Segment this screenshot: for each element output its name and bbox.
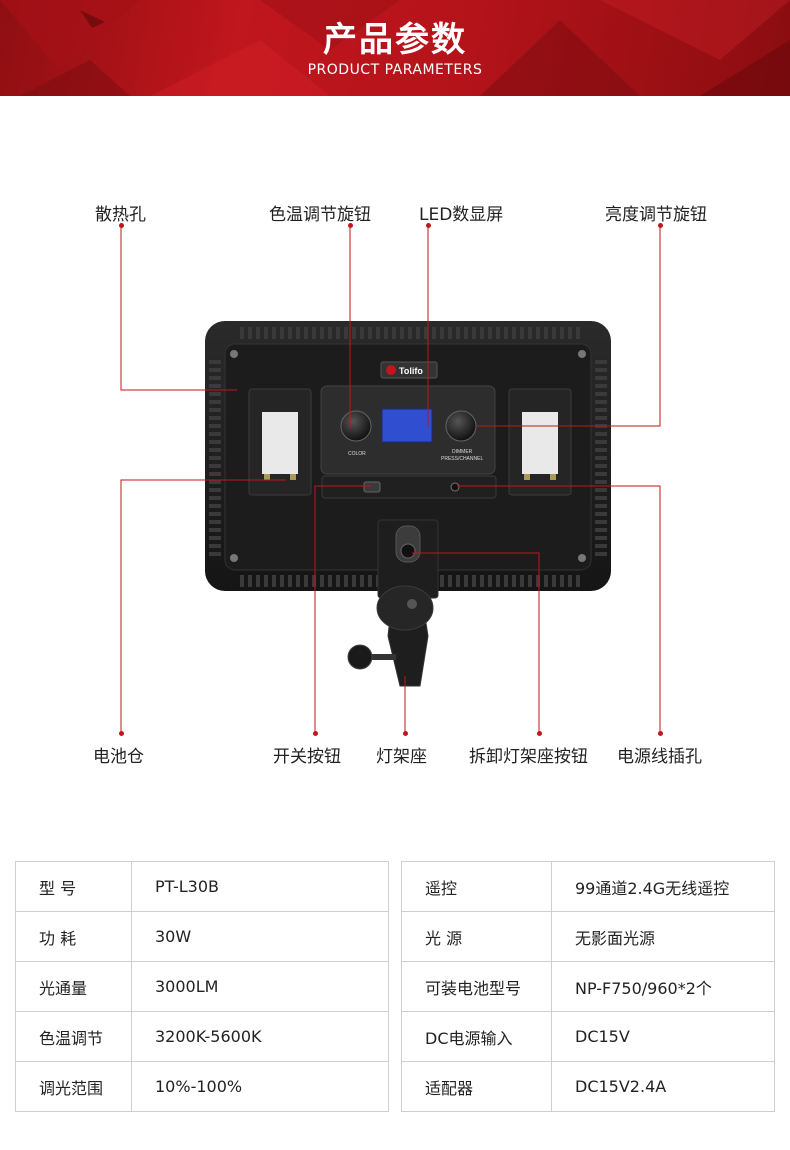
label-power-switch: 开关按钮 xyxy=(273,747,341,767)
led-panel-illustration: Tolifo COLOR DIMMER PRESS/CHANNEL xyxy=(120,226,661,734)
dimmer-knob-graphic xyxy=(445,410,477,442)
spec-key: 型 号 xyxy=(15,861,132,912)
callout-line-battery xyxy=(120,479,286,734)
top-vent-ribs xyxy=(240,327,580,339)
callout-dot-color-knob xyxy=(348,223,353,228)
label-vent: 散热孔 xyxy=(95,205,146,225)
led-display-screen xyxy=(381,408,433,443)
callout-line-release-button xyxy=(412,552,540,734)
table-row: 光通量 3000LM xyxy=(15,961,389,1012)
spec-key: 遥控 xyxy=(401,861,552,912)
spec-key: 光通量 xyxy=(15,961,132,1012)
spec-value: 99通道2.4G无线遥控 xyxy=(551,861,775,912)
spec-key: 调光范围 xyxy=(15,1061,132,1112)
callout-dot-vent xyxy=(119,223,124,228)
table-row: 遥控 99通道2.4G无线遥控 xyxy=(401,861,775,912)
color-label: COLOR xyxy=(348,451,366,457)
callout-dot-release-button xyxy=(537,731,542,736)
table-row: DC电源输入 DC15V xyxy=(401,1011,775,1062)
spec-key: 色温调节 xyxy=(15,1011,132,1062)
page-subtitle: PRODUCT PARAMETERS xyxy=(307,62,483,78)
spec-value: 3200K-5600K xyxy=(131,1011,389,1062)
callout-dot-battery xyxy=(119,731,124,736)
spec-value: DC15V2.4A xyxy=(551,1061,775,1112)
spec-value: 3000LM xyxy=(131,961,389,1012)
callout-line-power-jack xyxy=(457,485,661,734)
banner-facet-pattern xyxy=(0,0,790,96)
spec-value: DC15V xyxy=(551,1011,775,1062)
brand-badge xyxy=(380,361,438,379)
battery-sticker-right xyxy=(522,412,558,474)
product-diagram: Tolifo COLOR DIMMER PRESS/CHANNEL xyxy=(0,96,790,836)
spec-value: NP-F750/960*2个 xyxy=(551,961,775,1012)
table-row: 可装电池型号 NP-F750/960*2个 xyxy=(401,961,775,1012)
power-switch-graphic xyxy=(363,481,381,493)
label-power-jack: 电源线插孔 xyxy=(617,747,702,767)
spec-key: DC电源输入 xyxy=(401,1011,552,1062)
callout-line-power-switch xyxy=(314,485,371,734)
right-vent-ribs xyxy=(595,356,607,556)
color-knob-graphic xyxy=(340,410,372,442)
table-row: 调光范围 10%-100% xyxy=(15,1061,389,1112)
power-jack-graphic xyxy=(450,482,460,492)
label-release-button: 拆卸灯架座按钮 xyxy=(469,747,588,767)
callout-dot-led-display xyxy=(426,223,431,228)
spec-key: 光 源 xyxy=(401,911,552,962)
spec-value: 无影面光源 xyxy=(551,911,775,962)
spec-key: 适配器 xyxy=(401,1061,552,1112)
spec-table-right: 遥控 99通道2.4G无线遥控 光 源 无影面光源 可装电池型号 NP-F750… xyxy=(401,861,775,1112)
label-brightness-knob: 亮度调节旋钮 xyxy=(605,205,707,225)
table-row: 适配器 DC15V2.4A xyxy=(401,1061,775,1112)
spec-table-left: 型 号 PT-L30B 功 耗 30W 光通量 3000LM 色温调节 3200… xyxy=(15,861,389,1112)
table-row: 型 号 PT-L30B xyxy=(15,861,389,912)
table-row: 光 源 无影面光源 xyxy=(401,911,775,962)
spec-value: 10%-100% xyxy=(131,1061,389,1112)
spec-value: PT-L30B xyxy=(131,861,389,912)
callout-dot-brightness-knob xyxy=(658,223,663,228)
callout-dot-power-switch xyxy=(313,731,318,736)
spec-key: 可装电池型号 xyxy=(401,961,552,1012)
press-channel-label: PRESS/CHANNEL xyxy=(441,456,483,462)
table-row: 功 耗 30W xyxy=(15,911,389,962)
release-button-graphic xyxy=(400,543,416,559)
callout-line-brightness-knob xyxy=(477,226,661,427)
brand-text: Tolifo xyxy=(399,366,423,376)
spec-value: 30W xyxy=(131,911,389,962)
header-banner: 产品参数 PRODUCT PARAMETERS xyxy=(0,0,790,96)
callout-line-vent xyxy=(120,226,237,391)
spec-key: 功 耗 xyxy=(15,911,132,962)
label-color-knob: 色温调节旋钮 xyxy=(269,205,371,225)
callout-dot-power-jack xyxy=(658,731,663,736)
page-title: 产品参数 xyxy=(323,20,467,60)
table-row: 色温调节 3200K-5600K xyxy=(15,1011,389,1062)
left-vent-ribs xyxy=(209,356,221,556)
label-stand-mount: 灯架座 xyxy=(376,747,427,767)
label-led-display: LED数显屏 xyxy=(419,205,504,225)
label-battery: 电池仓 xyxy=(93,747,144,767)
battery-sticker-left xyxy=(262,412,298,474)
dimmer-label: DIMMER xyxy=(452,449,473,455)
callout-dot-stand-mount xyxy=(403,731,408,736)
